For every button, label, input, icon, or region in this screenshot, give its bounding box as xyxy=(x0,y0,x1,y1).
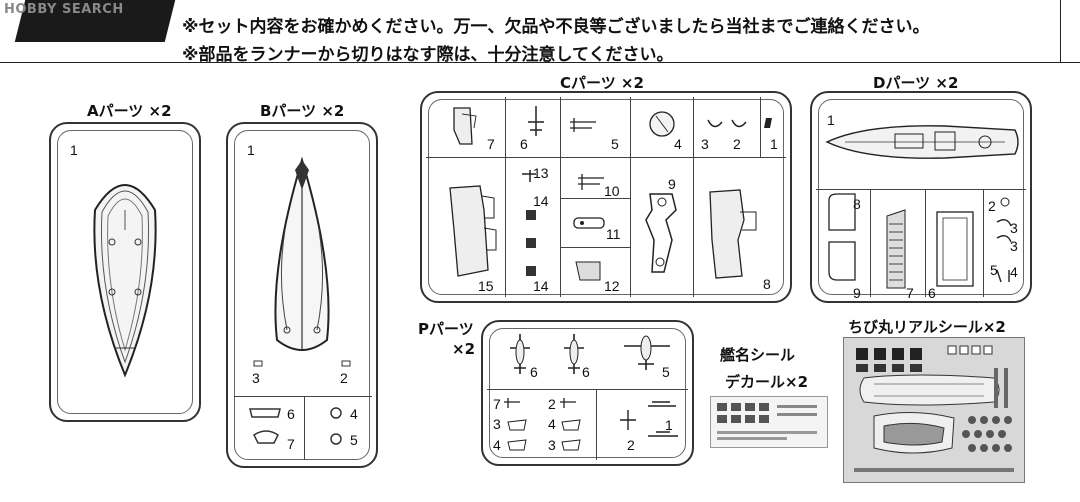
runner-p-label-6a: 6 xyxy=(530,364,538,380)
runner-p-label-2b: 2 xyxy=(627,437,635,453)
runner-d-label-2: 2 xyxy=(988,198,996,214)
notice-line-1: ※セット内容をお確かめください。万一、欠品や不良等ございましたら当社までご連絡く… xyxy=(182,17,930,37)
runner-c-inner xyxy=(428,99,784,295)
decal-sheet xyxy=(710,396,828,448)
chibi-seal-title: ちび丸リアルシール×2 xyxy=(848,318,1006,336)
notice-line-2: ※部品をランナーから切りはなす際は、十分注意してください。 xyxy=(182,45,674,65)
runner-b-title: Bパーツ ×2 xyxy=(260,102,345,120)
runner-d-divider-v2 xyxy=(925,189,926,297)
runner-b-label-2: 2 xyxy=(340,370,348,386)
runner-d-inner xyxy=(818,99,1024,295)
decal-title-line1: 艦名シール xyxy=(720,346,796,364)
runner-c-label-1: 1 xyxy=(770,136,778,152)
runner-b-label-1: 1 xyxy=(247,142,255,158)
header-right-border xyxy=(1060,0,1061,62)
hull-deck-b-part xyxy=(274,156,330,351)
runner-c-label-8: 8 xyxy=(763,276,771,292)
runner-d-divider-v1 xyxy=(870,189,871,297)
runner-c-label-14a: 14 xyxy=(533,193,549,209)
runner-d-divider-v3 xyxy=(983,189,984,297)
runner-p-label-4a: 4 xyxy=(548,416,556,432)
runner-c-label-6: 6 xyxy=(520,136,528,152)
decal-title-line2: デカール×2 xyxy=(725,373,809,391)
chibi-seal-sheet xyxy=(843,337,1025,483)
runner-c-label-10: 10 xyxy=(604,183,620,199)
runner-c-label-3: 3 xyxy=(701,136,709,152)
runner-d-label-9: 9 xyxy=(853,285,861,301)
runner-p-label-3a: 3 xyxy=(493,416,501,432)
decal-sheet-marks xyxy=(717,403,817,440)
runner-a-label-1: 1 xyxy=(70,142,78,158)
runner-c-label-4: 4 xyxy=(674,136,682,152)
runner-c-divider-v4 xyxy=(693,97,694,297)
runner-p-title-line2: ×2 xyxy=(452,340,476,358)
runner-c-divider-v3 xyxy=(630,97,631,297)
runner-d-label-3a: 3 xyxy=(1010,220,1018,236)
runner-p-label-1: 1 xyxy=(665,417,673,433)
runner-c-part-drawings xyxy=(449,106,772,281)
runner-p-label-2a: 2 xyxy=(548,396,556,412)
runner-p-divider-v xyxy=(596,389,597,460)
runner-c-label-12: 12 xyxy=(604,278,620,294)
runner-c-title: Cパーツ ×2 xyxy=(560,74,644,92)
runner-b-label-7: 7 xyxy=(287,436,295,452)
runner-c-divider-v2 xyxy=(560,97,561,297)
runner-c-label-11: 11 xyxy=(606,226,621,242)
runner-c-label-9: 9 xyxy=(668,176,676,192)
watermark-logo: HOBBY SEARCH xyxy=(4,2,124,17)
runner-c-label-13: 13 xyxy=(533,165,549,181)
chibi-seal-contents xyxy=(854,345,1014,472)
runner-p-label-5: 5 xyxy=(662,364,670,380)
runner-p-title-line1: Pパーツ xyxy=(418,320,474,338)
runner-p-label-7: 7 xyxy=(493,396,501,412)
propeller-parts-b xyxy=(330,407,342,445)
runner-d-part-drawings xyxy=(825,125,1019,289)
runner-b-label-6: 6 xyxy=(287,406,295,422)
runner-b-divider-v xyxy=(304,396,305,460)
runner-c-label-7: 7 xyxy=(487,136,495,152)
hull-bottom-a-part xyxy=(93,184,157,378)
runner-c-divider-v5 xyxy=(760,97,761,157)
runner-c-divider-h2 xyxy=(560,198,630,199)
runner-d-label-5: 5 xyxy=(990,262,998,278)
runner-b-label-4: 4 xyxy=(350,406,358,422)
runner-c-label-15: 15 xyxy=(478,278,494,294)
runner-p-label-6b: 6 xyxy=(582,364,590,380)
runner-d-label-7: 7 xyxy=(906,285,914,301)
runner-a-inner xyxy=(57,130,193,414)
runner-p-divider-h xyxy=(487,389,688,390)
runner-c-label-5: 5 xyxy=(611,136,619,152)
runner-c-label-2: 2 xyxy=(733,136,741,152)
runner-p-inner xyxy=(489,328,686,458)
runner-b-divider-h xyxy=(234,396,372,397)
runner-p-part-drawings xyxy=(504,334,678,451)
runner-b-label-5: 5 xyxy=(350,432,358,448)
runner-d-divider-h xyxy=(816,189,1026,190)
runner-c-divider-v1 xyxy=(505,97,506,297)
runner-c-label-14b: 14 xyxy=(533,278,549,294)
small-parts-b-row xyxy=(253,360,351,367)
runner-b-inner xyxy=(234,130,370,460)
runner-d-label-3b: 3 xyxy=(1010,238,1018,254)
runner-d-title: Dパーツ ×2 xyxy=(873,74,959,92)
runner-p-label-4b: 4 xyxy=(493,437,501,453)
runner-c-divider-h3 xyxy=(560,247,630,248)
header-divider xyxy=(0,62,1080,63)
gear-part-b xyxy=(249,408,281,444)
runner-p-label-3b: 3 xyxy=(548,437,556,453)
runner-d-label-4: 4 xyxy=(1010,264,1018,280)
runner-d-label-8: 8 xyxy=(853,196,861,212)
runner-c-divider-h xyxy=(426,157,786,158)
runner-d-label-6: 6 xyxy=(928,285,936,301)
runner-b-label-3: 3 xyxy=(252,370,260,386)
runner-d-label-1: 1 xyxy=(827,112,835,128)
runner-a-title: Aパーツ ×2 xyxy=(87,102,172,120)
